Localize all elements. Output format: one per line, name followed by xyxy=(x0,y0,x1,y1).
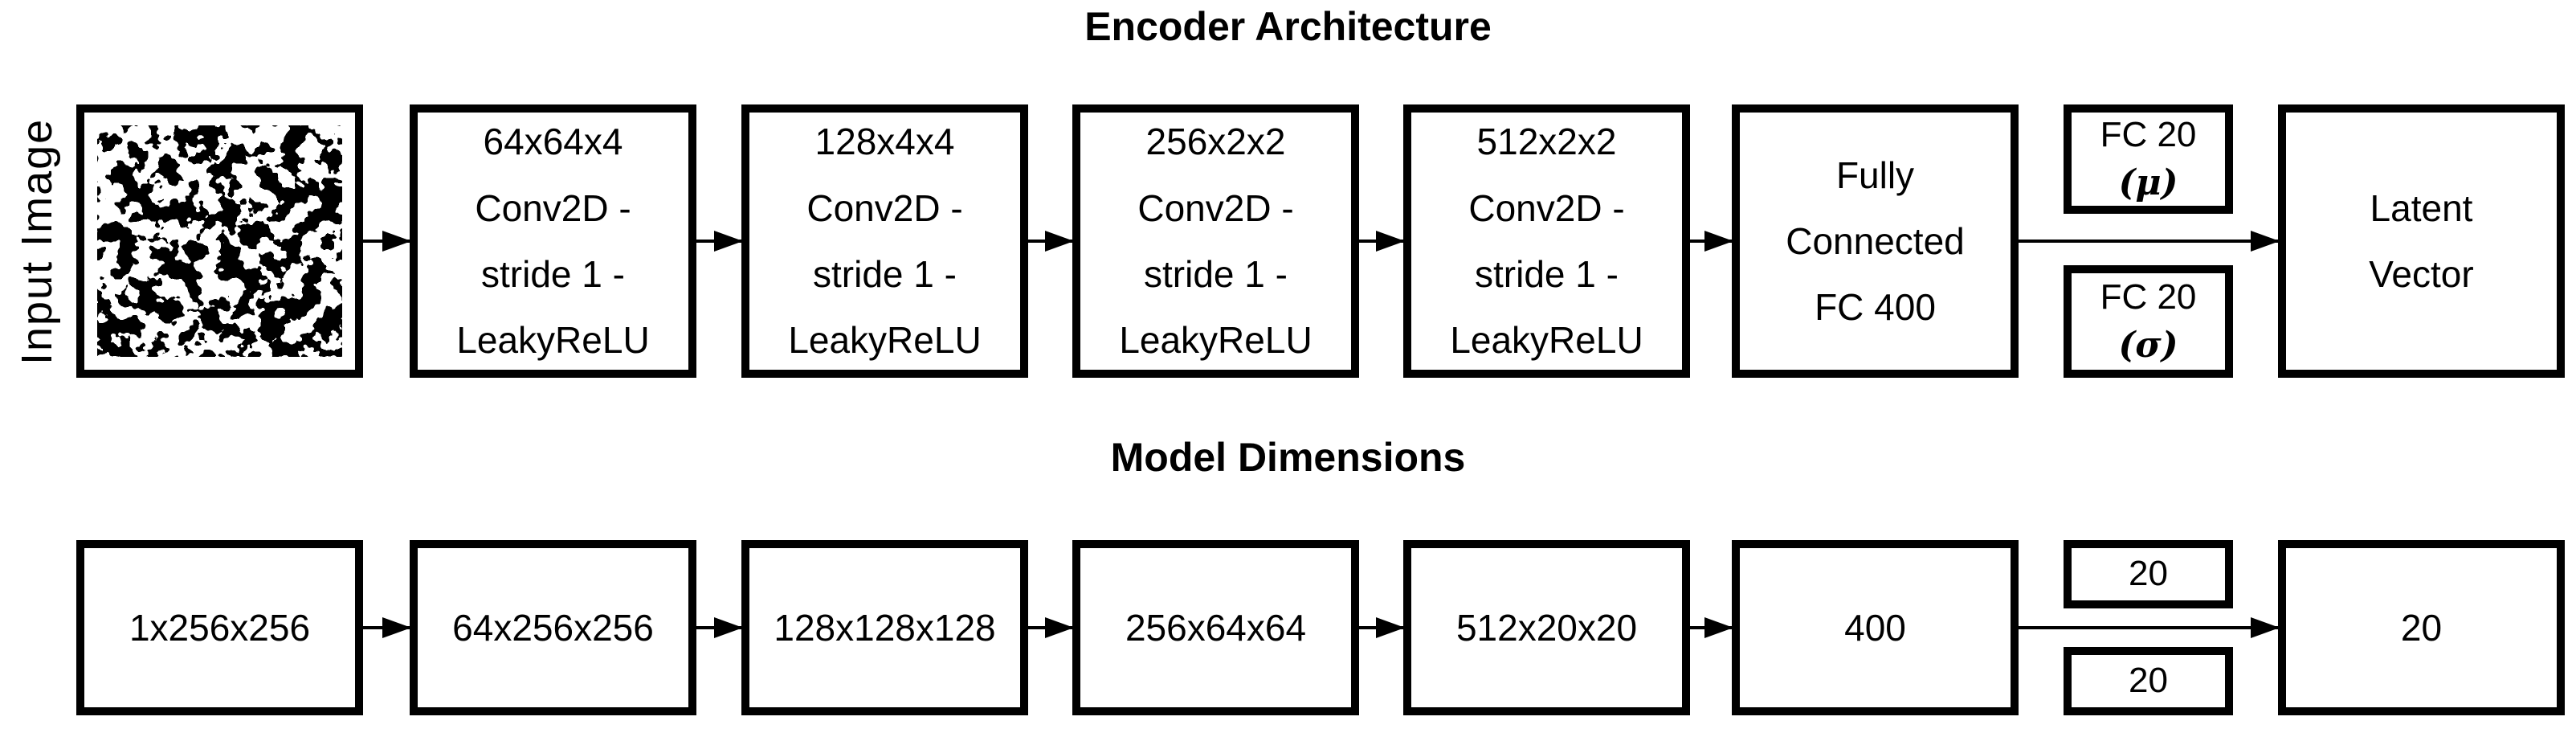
fc-sigma-label: FC 20 xyxy=(2100,276,2197,317)
conv-box-line: 128x4x4 xyxy=(814,121,955,163)
conv-box-line: LeakyReLU xyxy=(1450,319,1643,362)
arrow-right-icon xyxy=(1028,626,1072,629)
conv-box-line: LeakyReLU xyxy=(788,319,982,362)
conv-box-line: Conv2D - xyxy=(1468,186,1625,229)
arrow-right-long-icon xyxy=(2019,240,2278,243)
conv-box-line: 256x2x2 xyxy=(1145,121,1286,163)
input-image-texture xyxy=(97,125,342,357)
conv-box-2: 128x4x4 Conv2D - stride 1 - LeakyReLU xyxy=(741,104,1028,378)
conv-box-line: stride 1 - xyxy=(1475,253,1619,295)
arrow-right-icon xyxy=(1359,626,1403,629)
latent-vector-box: Latent Vector xyxy=(2278,104,2565,378)
arrow-right-icon xyxy=(1690,626,1732,629)
fc-box-line: Connected xyxy=(1786,219,1965,262)
dim-mu-value: 20 xyxy=(2129,554,2168,594)
arrow-right-icon xyxy=(1690,240,1732,243)
encoder-section-title: Encoder Architecture xyxy=(1084,4,1492,49)
conv-box-line: Conv2D - xyxy=(1137,186,1294,229)
dim-sigma-box: 20 xyxy=(2064,647,2233,715)
dim-value: 512x20x20 xyxy=(1455,607,1638,649)
dim-box-fc: 400 xyxy=(1732,540,2019,715)
conv-box-line: stride 1 - xyxy=(1144,253,1288,295)
mu-symbol: (μ) xyxy=(2118,162,2178,203)
conv-box-1: 64x64x4 Conv2D - stride 1 - LeakyReLU xyxy=(410,104,696,378)
dim-value: 400 xyxy=(1844,607,1906,649)
fc-mu-label: FC 20 xyxy=(2100,114,2197,154)
conv-box-4: 512x2x2 Conv2D - stride 1 - LeakyReLU xyxy=(1403,104,1690,378)
dim-mu-box: 20 xyxy=(2064,540,2233,608)
arrow-right-long-icon xyxy=(2019,626,2278,629)
conv-box-line: Conv2D - xyxy=(475,186,631,229)
conv-box-line: stride 1 - xyxy=(481,253,625,295)
arrow-right-icon xyxy=(696,626,741,629)
arrow-right-icon xyxy=(1028,240,1072,243)
dimensions-section-title: Model Dimensions xyxy=(1110,435,1466,480)
conv-box-line: LeakyReLU xyxy=(456,319,650,362)
conv-box-line: LeakyReLU xyxy=(1119,319,1312,362)
arrow-right-icon xyxy=(1359,240,1403,243)
dim-value: 1x256x256 xyxy=(129,607,311,649)
dim-box-conv1: 64x256x256 xyxy=(410,540,696,715)
dim-box-input: 1x256x256 xyxy=(76,540,363,715)
arrow-right-icon xyxy=(696,240,741,243)
fc-box-line: FC 400 xyxy=(1815,286,1936,329)
dim-sigma-value: 20 xyxy=(2129,661,2168,701)
arrow-right-icon xyxy=(363,240,410,243)
dim-box-conv3: 256x64x64 xyxy=(1072,540,1359,715)
conv-box-line: Conv2D - xyxy=(806,186,963,229)
conv-box-line: 64x64x4 xyxy=(483,121,623,163)
fc-mu-box: FC 20 (μ) xyxy=(2064,104,2233,214)
fc-sigma-box: FC 20 (σ) xyxy=(2064,265,2233,378)
conv-box-line: stride 1 - xyxy=(813,253,957,295)
latent-box-line: Vector xyxy=(2369,253,2474,295)
input-image-box xyxy=(76,104,363,378)
fc-box-line: Fully xyxy=(1835,154,1915,196)
dim-box-conv2: 128x128x128 xyxy=(741,540,1028,715)
fully-connected-box: Fully Connected FC 400 xyxy=(1732,104,2019,378)
sigma-symbol: (σ) xyxy=(2118,325,2178,366)
conv-box-line: 512x2x2 xyxy=(1476,121,1617,163)
dim-value: 128x128x128 xyxy=(774,607,996,649)
dim-box-conv4: 512x20x20 xyxy=(1403,540,1690,715)
latent-box-line: Latent xyxy=(2370,186,2473,229)
dim-latent-value: 20 xyxy=(2400,607,2443,649)
arrow-right-icon xyxy=(363,626,410,629)
input-image-label: Input Image xyxy=(13,117,61,365)
dim-latent-box: 20 xyxy=(2278,540,2565,715)
dim-value: 256x64x64 xyxy=(1125,607,1307,649)
dim-value: 64x256x256 xyxy=(452,607,654,649)
conv-box-3: 256x2x2 Conv2D - stride 1 - LeakyReLU xyxy=(1072,104,1359,378)
